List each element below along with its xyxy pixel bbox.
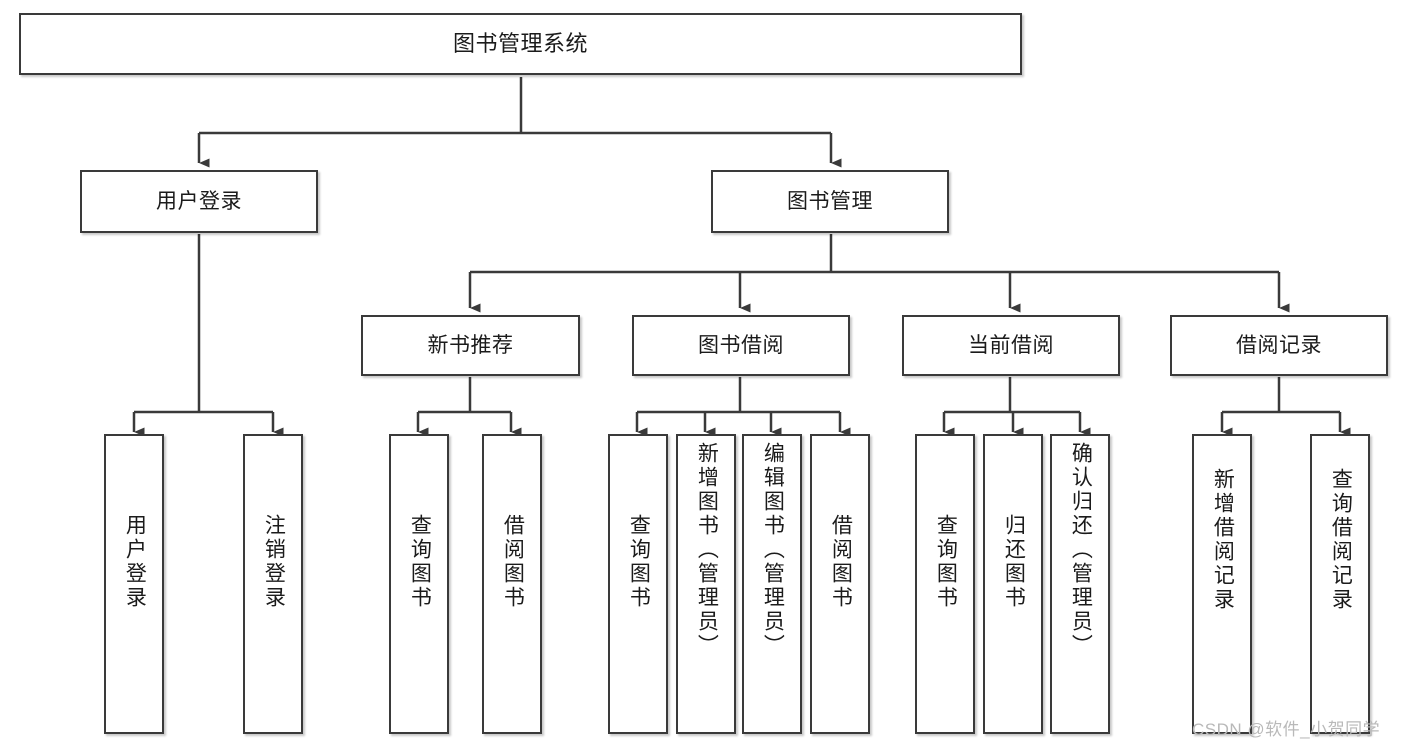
leaf-confirm-return-label: 确认归还（管理员） [1069, 442, 1093, 658]
leaf-return-book-label: 归还图书 [1002, 514, 1026, 610]
node-borrow-record[interactable]: 借阅记录 [1170, 315, 1388, 376]
node-current-borrow-label: 当前借阅 [968, 333, 1054, 357]
leaf-user-login-label: 用户登录 [123, 514, 147, 610]
node-new-book-recommend-label: 新书推荐 [427, 333, 514, 357]
node-root-label: 图书管理系统 [452, 30, 588, 56]
leaf-logout[interactable]: 注销登录 [243, 434, 303, 734]
leaf-query-record-label: 查询借阅记录 [1329, 468, 1353, 612]
leaf-add-record[interactable]: 新增借阅记录 [1192, 434, 1252, 734]
leaf-borrow-book-1-label: 借阅图书 [501, 514, 525, 610]
leaf-add-record-label: 新增借阅记录 [1211, 468, 1235, 612]
leaf-query-book-2-label: 查询图书 [627, 514, 651, 610]
leaf-edit-book[interactable]: 编辑图书（管理员） [742, 434, 802, 734]
leaf-query-book-1[interactable]: 查询图书 [389, 434, 449, 734]
leaf-query-book-2[interactable]: 查询图书 [608, 434, 668, 734]
node-current-borrow[interactable]: 当前借阅 [902, 315, 1120, 376]
leaf-borrow-book-1[interactable]: 借阅图书 [482, 434, 542, 734]
leaf-borrow-book-2[interactable]: 借阅图书 [810, 434, 870, 734]
leaf-query-book-3[interactable]: 查询图书 [915, 434, 975, 734]
node-borrow-record-label: 借阅记录 [1236, 333, 1322, 357]
node-user-login[interactable]: 用户登录 [80, 170, 318, 233]
node-book-manage[interactable]: 图书管理 [711, 170, 949, 233]
node-new-book-recommend[interactable]: 新书推荐 [361, 315, 580, 376]
leaf-query-book-3-label: 查询图书 [934, 514, 958, 610]
leaf-query-book-1-label: 查询图书 [408, 514, 432, 610]
leaf-borrow-book-2-label: 借阅图书 [829, 514, 853, 610]
csdn-watermark: CSDN @软件_小贺同学 [1192, 720, 1381, 739]
node-book-borrow-label: 图书借阅 [698, 333, 784, 357]
leaf-confirm-return[interactable]: 确认归还（管理员） [1050, 434, 1110, 734]
leaf-user-login[interactable]: 用户登录 [104, 434, 164, 734]
node-root[interactable]: 图书管理系统 [19, 13, 1022, 75]
leaf-return-book[interactable]: 归还图书 [983, 434, 1043, 734]
leaf-add-book[interactable]: 新增图书（管理员） [676, 434, 736, 734]
leaf-logout-label: 注销登录 [262, 514, 286, 610]
leaf-add-book-label: 新增图书（管理员） [695, 442, 719, 658]
node-user-login-label: 用户登录 [156, 189, 242, 213]
node-book-manage-label: 图书管理 [787, 189, 873, 213]
leaf-query-record[interactable]: 查询借阅记录 [1310, 434, 1370, 734]
node-book-borrow[interactable]: 图书借阅 [632, 315, 850, 376]
leaf-edit-book-label: 编辑图书（管理员） [761, 442, 785, 658]
